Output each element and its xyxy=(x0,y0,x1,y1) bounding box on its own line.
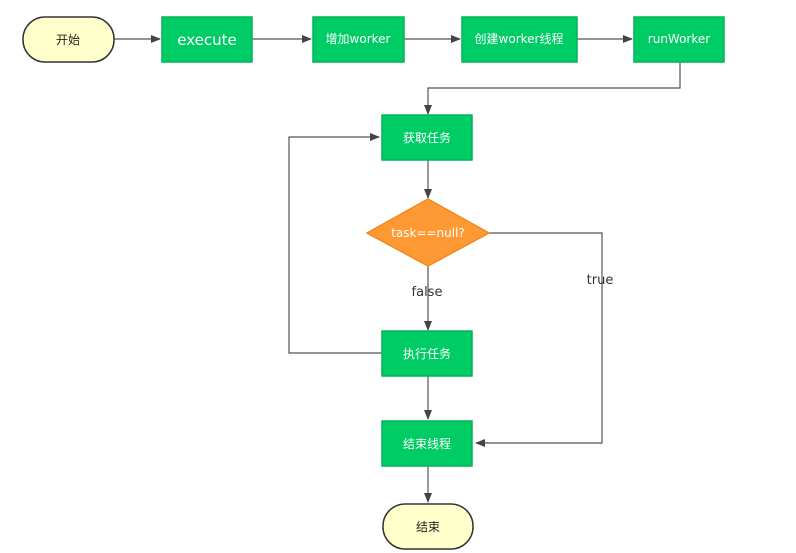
edge-decision-endthread xyxy=(475,232,603,447)
false-label: false xyxy=(412,285,443,300)
execute-node: execute xyxy=(161,16,253,63)
create-thread-node: 创建worker线程 xyxy=(461,16,578,63)
run-task-node-label: 执行任务 xyxy=(403,346,451,361)
get-task-node: 获取任务 xyxy=(381,114,473,161)
end-thread-node: 结束线程 xyxy=(381,420,473,467)
add-worker-node: 增加worker xyxy=(312,16,405,63)
start-node: 开始 xyxy=(22,16,115,63)
get-task-node-label: 获取任务 xyxy=(403,130,451,145)
decision-node: task==null? xyxy=(365,198,491,267)
edges xyxy=(114,35,681,503)
decision-node-label: task==null? xyxy=(391,226,465,240)
edge-runworker-gettask xyxy=(424,62,681,115)
edge-runtask-gettask-loop xyxy=(288,133,382,354)
start-node-label: 开始 xyxy=(56,33,80,47)
end-node: 结束 xyxy=(382,503,474,550)
create-thread-node-label: 创建worker线程 xyxy=(475,31,564,46)
run-worker-node: runWorker xyxy=(633,16,725,63)
true-label: true xyxy=(587,273,614,288)
execute-node-label: execute xyxy=(177,31,236,49)
run-task-node: 执行任务 xyxy=(381,330,473,377)
end-thread-node-label: 结束线程 xyxy=(403,436,451,451)
end-node-label: 结束 xyxy=(416,520,440,534)
add-worker-node-label: 增加worker xyxy=(326,32,391,46)
run-worker-node-label: runWorker xyxy=(648,32,710,46)
